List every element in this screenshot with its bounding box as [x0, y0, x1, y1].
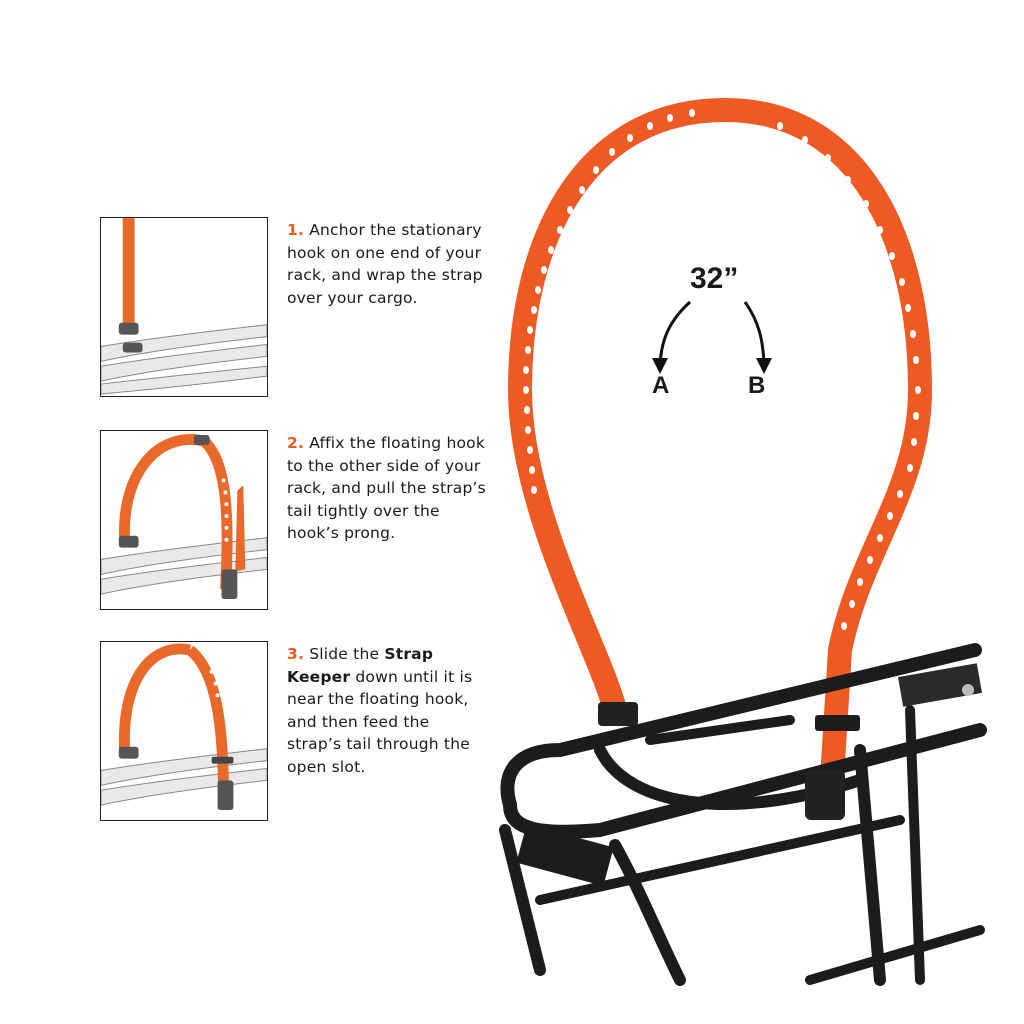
end-b-label: B — [748, 372, 766, 399]
strap-keeper-term: Strap Keeper — [287, 645, 434, 686]
step-2-illustration — [100, 430, 268, 610]
step-2-description: Affix the floating hook to the other sid… — [287, 434, 486, 542]
step-1-number: 1. — [287, 221, 305, 239]
step-1-description: Anchor the stationary hook on one end of… — [287, 221, 483, 307]
end-a-label: A — [652, 372, 670, 399]
rack-strap-keeper-icon — [101, 643, 267, 811]
step-3-number: 3. — [287, 645, 305, 663]
rack-strap-floating-hook-icon — [101, 434, 267, 600]
strap-length-annotation: 32” A B — [640, 260, 790, 410]
step-2-text: 2. Affix the floating hook to the other … — [287, 432, 487, 545]
step-1-text: 1. Anchor the stationary hook on one end… — [287, 219, 487, 309]
curved-arrows-icon — [652, 300, 772, 374]
step-3-description-start: Slide the — [309, 645, 385, 663]
product-photo — [480, 90, 990, 990]
step-2-number: 2. — [287, 434, 305, 452]
step-1-illustration — [100, 217, 268, 397]
rack-strap-anchor-icon — [101, 218, 267, 395]
strap-on-rack-illustration — [499, 97, 987, 986]
step-3-illustration — [100, 641, 268, 821]
step-3-description-end: down until it is near the floating hook,… — [287, 667, 473, 776]
strap-length-label: 32” — [690, 262, 739, 295]
step-3-text: 3. Slide the Strap Keeper down until it … — [287, 643, 487, 778]
